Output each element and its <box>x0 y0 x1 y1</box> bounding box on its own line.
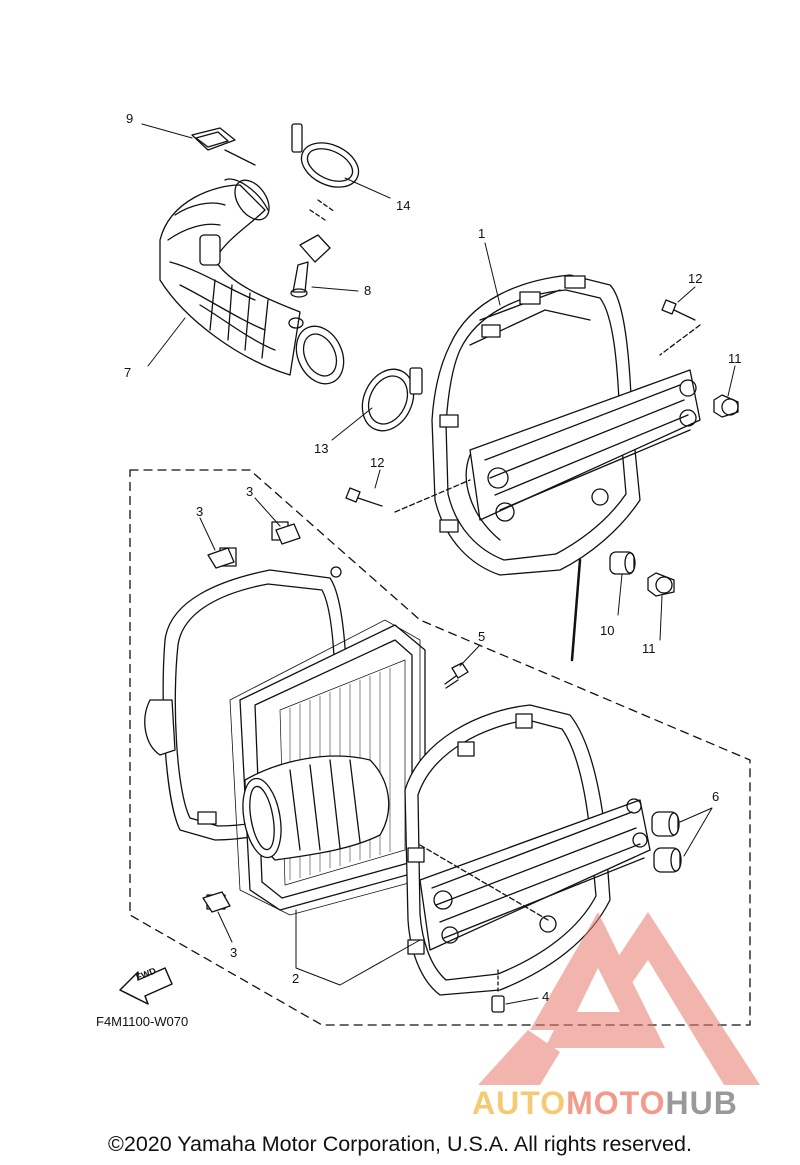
screw-12-upper <box>659 299 701 356</box>
callout-12-upper: 12 <box>688 271 703 286</box>
fwd-arrow-icon <box>119 967 173 1005</box>
callout-5: 5 <box>478 629 486 644</box>
drain-plug-4 <box>491 969 505 1013</box>
callout-9: 9 <box>126 111 134 126</box>
air-filter-case-assembly <box>431 274 701 662</box>
watermark-auto: AUTO <box>472 1085 567 1121</box>
collar-11-upper <box>713 394 739 418</box>
diagram-code: F4M1100-W070 <box>96 1014 189 1029</box>
callout-10: 10 <box>600 623 615 638</box>
copyright-footer: ©2020 Yamaha Motor Corporation, U.S.A. A… <box>108 1132 692 1156</box>
callout-4: 4 <box>542 989 550 1004</box>
callout-1: 1 <box>478 226 486 241</box>
clip-3-upper-right <box>275 523 301 545</box>
inner-duct <box>242 755 390 861</box>
screw-5 <box>444 662 469 689</box>
leader-lines <box>141 123 736 1005</box>
clip-3-lower <box>202 891 231 913</box>
damper-6-upper <box>651 811 680 837</box>
grommet-10 <box>609 551 636 575</box>
callout-14: 14 <box>396 198 411 213</box>
watermark-hub: HUB <box>665 1085 738 1121</box>
damper-6-lower <box>653 847 682 873</box>
collar-11-lower <box>647 572 675 597</box>
hose-clamp-14 <box>291 123 360 188</box>
case-half-right <box>404 704 651 996</box>
callout-11-lower: 11 <box>642 641 656 656</box>
callout-3-lower: 3 <box>230 945 238 960</box>
callout-2: 2 <box>292 971 300 986</box>
watermark-moto: MOTO <box>566 1085 666 1121</box>
intake-hose <box>159 178 345 385</box>
callout-8: 8 <box>364 283 372 298</box>
exploded-boundary <box>129 469 751 1026</box>
callout-3-upper-left: 3 <box>196 504 204 519</box>
screw-12-lower <box>345 479 471 513</box>
breather-fitting <box>290 199 336 298</box>
hose-clamp-tie <box>191 127 256 166</box>
callout-12-lower: 12 <box>370 455 385 470</box>
callout-6: 6 <box>712 789 720 804</box>
callout-3-upper-right: 3 <box>246 484 254 499</box>
callout-11-upper: 11 <box>728 351 742 366</box>
watermark-logo <box>478 912 760 1085</box>
callout-13: 13 <box>314 441 329 456</box>
clip-3-upper-left <box>207 547 235 569</box>
hose-clamp-13 <box>361 367 423 432</box>
watermark-text: AUTOMOTOHUB <box>472 1085 738 1122</box>
callout-7: 7 <box>124 365 132 380</box>
